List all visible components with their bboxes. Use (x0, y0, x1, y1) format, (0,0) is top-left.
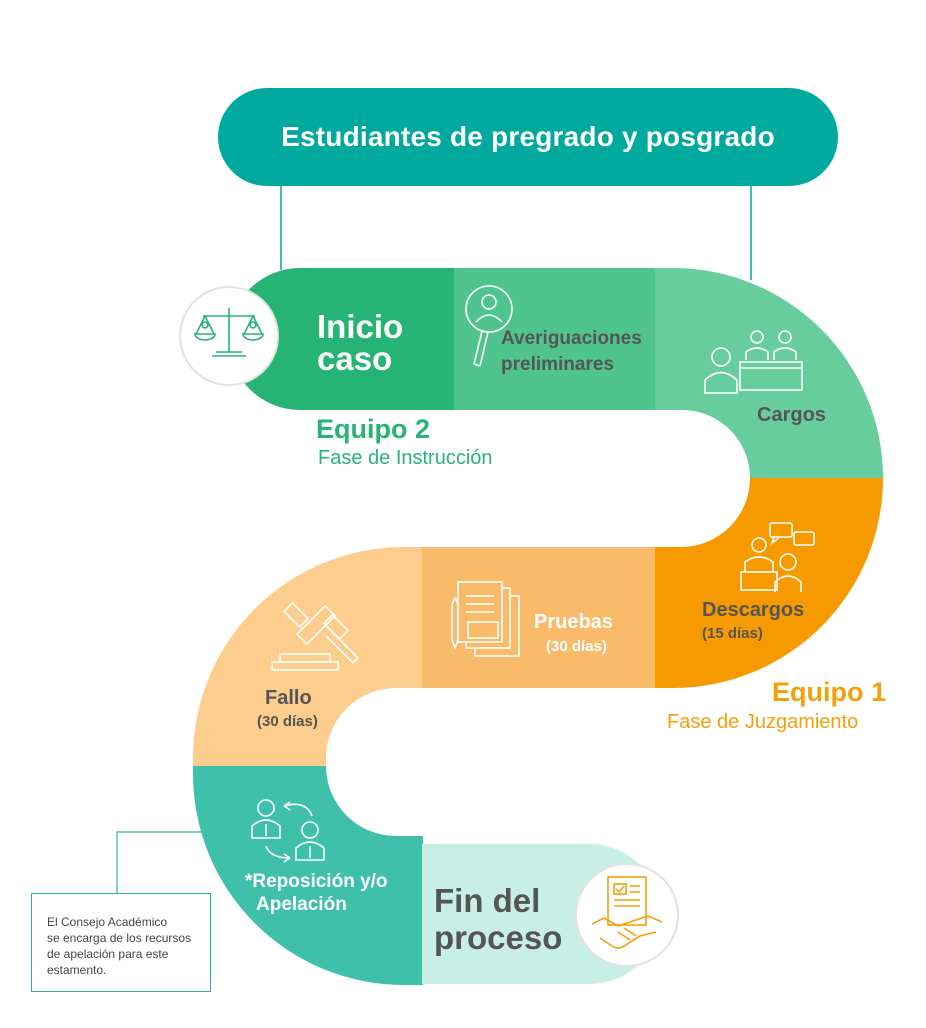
equipo1-phase: Fase de Juzgamiento (667, 711, 859, 733)
reposicion-line1: *Reposición y/o (245, 871, 388, 892)
averiguaciones-line2: preliminares (501, 354, 614, 375)
pruebas-label: Pruebas (534, 611, 613, 633)
descargos-label: Descargos (702, 599, 805, 621)
segment-inicio (229, 268, 455, 410)
segment-averiguaciones (454, 268, 656, 410)
averiguaciones-line1: Averiguaciones (501, 328, 642, 349)
pruebas-duration: (30 días) (546, 638, 607, 655)
fallo-duration: (30 días) (257, 713, 318, 730)
segment-descargos (654, 478, 883, 688)
scales-icon (179, 286, 279, 386)
note-line: El Consejo Académico (47, 915, 168, 929)
inicio-line2: caso (317, 340, 393, 377)
cargos-label: Cargos (757, 404, 826, 426)
segment-cargos (655, 268, 883, 478)
reposicion-line2: Apelación (256, 894, 347, 915)
segment-reposicion (193, 766, 423, 985)
equipo2-name: Equipo 2 (316, 414, 430, 444)
discussion-icon (740, 522, 815, 592)
fin-line1: Fin del (434, 882, 541, 919)
gavel-icon (271, 601, 359, 671)
note-line: de apelación para este (47, 947, 169, 961)
inicio-line1: Inicio (317, 308, 404, 345)
equipo2-phase: Fase de Instrucción (318, 447, 493, 469)
fallo-label: Fallo (265, 687, 312, 709)
handshake-contract-icon (575, 863, 679, 967)
header-pill (218, 88, 838, 186)
note-box: El Consejo Académico se encarga de los r… (31, 893, 211, 992)
magnifier-person-icon (465, 285, 513, 367)
equipo1-name: Equipo 1 (772, 677, 886, 707)
documents-icon (451, 581, 520, 657)
segment-fallo (193, 547, 422, 766)
note-line: estamento. (47, 963, 107, 977)
descargos-duration: (15 días) (702, 625, 763, 642)
note-connector (116, 831, 202, 893)
fin-line2: proceso (434, 919, 563, 956)
note-line: se encarga de los recursos (47, 931, 192, 945)
courtroom-icon (704, 330, 803, 394)
header-title: Estudiantes de pregrado y posgrado (281, 121, 775, 152)
exchange-people-icon (251, 799, 325, 863)
